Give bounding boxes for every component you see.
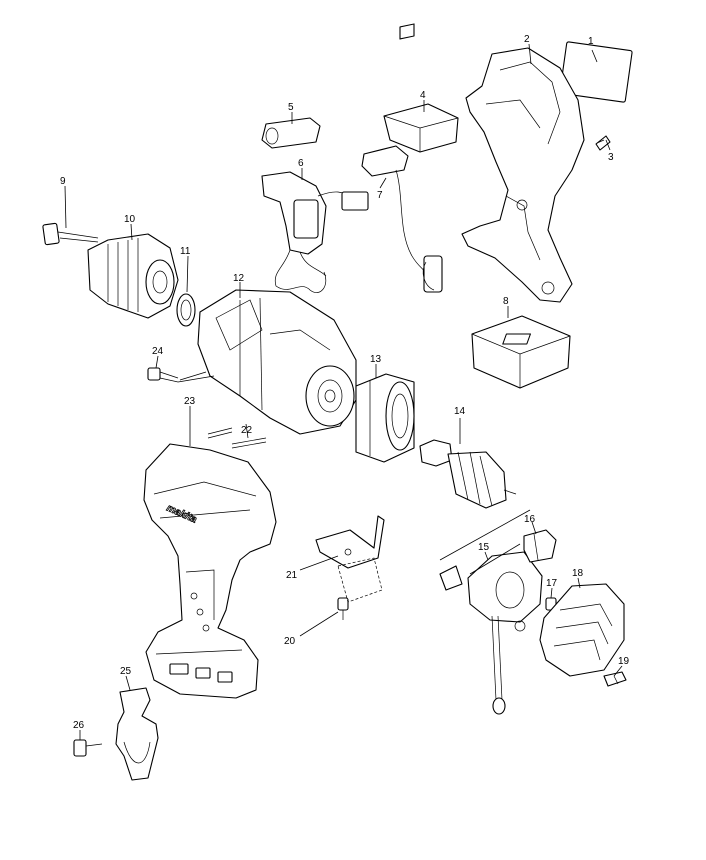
callout-8: 8 xyxy=(503,296,509,307)
callout-5: 5 xyxy=(288,102,294,113)
part-1-label-plate xyxy=(559,41,633,103)
callout-numbers: 1 2 3 4 5 6 7 8 9 10 11 12 13 14 15 16 1… xyxy=(60,34,630,731)
part-16-clip xyxy=(523,521,557,563)
part-5-switch-cap xyxy=(261,112,321,149)
callout-1: 1 xyxy=(588,36,594,47)
part-12-gear-assembly xyxy=(197,282,357,435)
callout-10: 10 xyxy=(124,214,136,225)
callout-14: 14 xyxy=(454,406,466,417)
part-4-switch-block xyxy=(383,23,459,153)
part-15-end-bracket xyxy=(439,551,543,715)
callout-16: 16 xyxy=(524,514,536,525)
part-11-washer xyxy=(176,255,196,327)
part-14-rotor xyxy=(419,418,517,509)
part-19-screw xyxy=(603,665,627,687)
callout-25: 25 xyxy=(120,666,132,677)
assembly-guide-lines xyxy=(177,375,531,575)
callout-19: 19 xyxy=(618,656,630,667)
part-7-led-wire xyxy=(361,145,443,293)
part-23-housing-left xyxy=(143,406,277,699)
callout-12: 12 xyxy=(233,273,245,284)
callout-6: 6 xyxy=(298,158,304,169)
part-25-belt-clip xyxy=(115,675,159,781)
callout-20: 20 xyxy=(284,636,296,647)
part-13-stator xyxy=(355,364,415,463)
callout-7: 7 xyxy=(377,190,383,201)
callout-2: 2 xyxy=(524,34,530,45)
callout-22: 22 xyxy=(241,425,253,436)
part-20-screw xyxy=(299,597,349,637)
part-9-chuck-screw xyxy=(42,185,99,246)
callout-15: 15 xyxy=(478,542,490,553)
part-6-trigger-switch xyxy=(261,168,369,293)
callout-11: 11 xyxy=(180,246,191,257)
part-21-bracket xyxy=(299,515,385,603)
callout-23: 23 xyxy=(184,396,196,407)
callout-9: 9 xyxy=(60,176,66,187)
part-22-wire-pieces xyxy=(207,423,267,449)
callout-17: 17 xyxy=(546,578,558,589)
part-8-controller xyxy=(471,306,571,389)
callout-21: 21 xyxy=(286,570,298,581)
part-18-rear-cover xyxy=(539,577,625,677)
part-3-screw xyxy=(595,135,611,151)
part-26-screw xyxy=(73,730,103,757)
part-2-housing-right xyxy=(461,43,585,303)
callout-18: 18 xyxy=(572,568,584,579)
callout-3: 3 xyxy=(608,152,614,163)
callout-4: 4 xyxy=(420,90,426,101)
part-24-screw xyxy=(147,355,207,383)
callout-24: 24 xyxy=(152,346,164,357)
callout-13: 13 xyxy=(370,354,382,365)
part-10-keyless-chuck xyxy=(87,223,179,319)
callout-26: 26 xyxy=(73,720,85,731)
